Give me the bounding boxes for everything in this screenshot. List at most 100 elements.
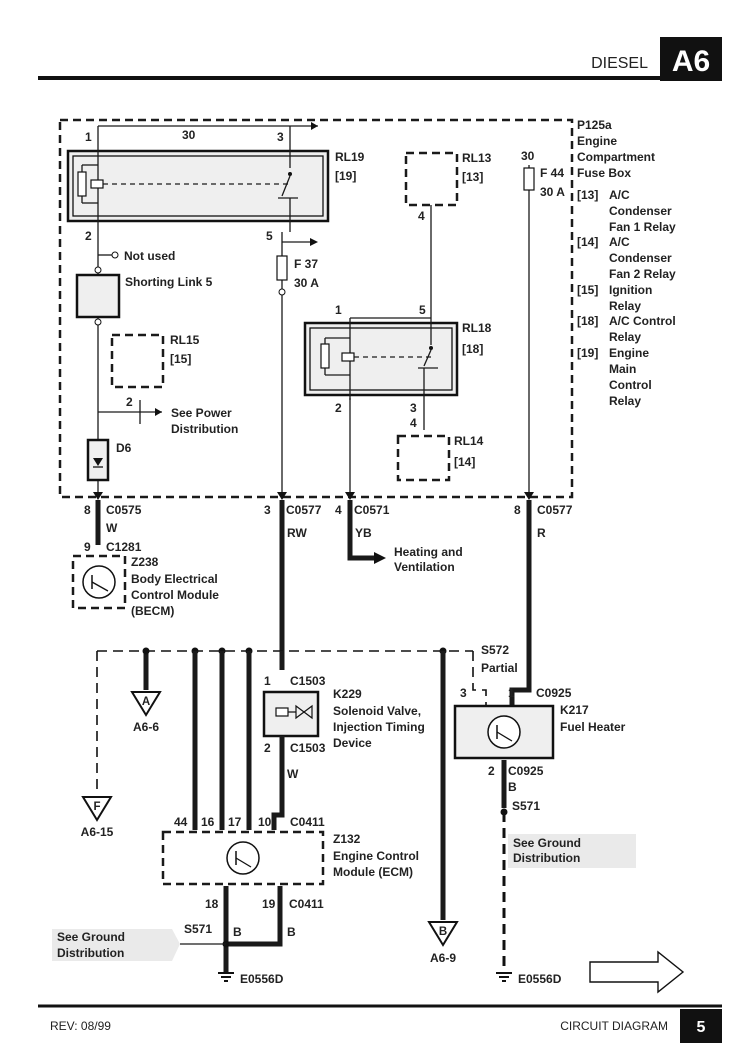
ref-a6-15[interactable]: F A6-15: [81, 796, 114, 839]
module-z238-becm[interactable]: Z238 Body Electrical Control Module (BEC…: [71, 554, 219, 618]
z238-name: Control Module: [131, 588, 219, 602]
fuse-f44[interactable]: F 44 30 A: [523, 166, 565, 199]
legend-line: Engine: [609, 346, 649, 360]
relay-rl13[interactable]: RL13 [13]: [404, 151, 492, 207]
relay-legend: [13] A/C Condenser Fan 1 Relay [14] A/C …: [577, 188, 676, 408]
partial-label: Partial: [481, 661, 518, 675]
fuse-box-name-line: Fuse Box: [577, 166, 631, 180]
pin-label: 4: [335, 503, 342, 517]
ref-page: A6-15: [81, 825, 114, 839]
connector-label: C0575: [106, 503, 142, 517]
connector-label: C1503: [290, 674, 326, 688]
legend-line: A/C: [609, 188, 630, 202]
pin-label: 17: [228, 815, 242, 829]
connector-c1503b: 2 C1503 W: [264, 741, 326, 781]
pin-label: 8: [84, 503, 91, 517]
pin-label: 3: [460, 686, 467, 700]
heater-k217[interactable]: K217 Fuel Heater: [453, 703, 626, 760]
pin-label: 4: [410, 416, 417, 430]
rl15-ref: [15]: [170, 352, 191, 366]
connector-label: C1503: [290, 741, 326, 755]
pin-label: 1: [335, 303, 342, 317]
relay-rl18[interactable]: RL18 [18]: [303, 318, 492, 400]
ground-label: E0556D: [518, 972, 562, 986]
pin-label: 2: [335, 401, 342, 415]
ground-label: E0556D: [240, 972, 284, 986]
pin-label: 44: [174, 815, 188, 829]
relay-rl15[interactable]: RL15 [15]: [110, 333, 200, 389]
connector-label: C0571: [354, 503, 390, 517]
ref-letter: F: [93, 801, 100, 813]
s572-label: S572: [481, 643, 509, 657]
connector-c0577b: 8 C0577 R: [514, 503, 573, 540]
wire-color-label: R: [537, 526, 546, 540]
connector-c0411a: 44 16 17 10 C0411: [174, 815, 325, 829]
z132-id: Z132: [333, 832, 361, 846]
pin-label: 2: [264, 741, 271, 755]
rl13-label: RL13: [462, 151, 492, 165]
f37-rating: 30 A: [294, 276, 319, 290]
fuse-f37[interactable]: F 37 30 A: [276, 255, 319, 290]
ref-a6-6[interactable]: A A6-6: [130, 691, 162, 734]
pin-label: 10: [258, 815, 272, 829]
wire-color-label: RW: [287, 526, 307, 540]
bus-30: 30 1 3: [85, 122, 318, 150]
next-page-arrow[interactable]: [589, 950, 685, 994]
k229-name: Solenoid Valve,: [333, 704, 421, 718]
k229-id: K229: [333, 687, 362, 701]
legend-ref: [18]: [577, 314, 598, 328]
see-power-label: See Power: [171, 406, 232, 420]
pin-label: 3: [277, 130, 284, 144]
f37-label: F 37: [294, 257, 318, 271]
pin-label: 9: [84, 540, 91, 554]
rl19-label: RL19: [335, 150, 365, 164]
connector-c0577a: 3 C0577 RW: [264, 503, 322, 540]
see-ground-label: See Ground: [57, 930, 125, 944]
pin-label: 1: [264, 674, 271, 688]
rl15-label: RL15: [170, 333, 200, 347]
connector-label: C0577: [286, 503, 322, 517]
fuse-box-outline: [58, 118, 574, 499]
connector-c0925b: 2 C0925 B: [488, 764, 544, 794]
see-ground-note-1[interactable]: See Ground Distribution: [52, 929, 180, 961]
see-ground-label: Distribution: [57, 946, 124, 960]
header: DIESEL A6: [38, 37, 722, 81]
bus-30-label: 30: [182, 128, 196, 142]
shorting-link-5: Shorting Link 5: [75, 273, 213, 326]
wire-color-label: W: [287, 767, 299, 781]
connector-label: C0411: [289, 897, 324, 911]
relay-rl19[interactable]: RL19 [19]: [66, 149, 365, 232]
legend-line: Main: [609, 362, 636, 376]
legend-line: Relay: [609, 330, 641, 344]
pin-label: 3: [264, 503, 271, 517]
section-code-badge: [660, 37, 722, 81]
pin-label: 5: [266, 229, 273, 243]
section-code: A6: [672, 45, 710, 78]
connector-c0925a: 3 1 C0925: [460, 686, 572, 700]
see-ground-label: Distribution: [513, 851, 580, 865]
connector-c0411b: 18 19 C0411 B B: [205, 897, 324, 939]
see-ground-note-2[interactable]: See Ground Distribution: [508, 834, 636, 868]
legend-ref: [14]: [577, 235, 598, 249]
solenoid-k229[interactable]: K229 Solenoid Valve, Injection Timing De…: [262, 687, 425, 750]
k229-name: Device: [333, 736, 372, 750]
legend-line: Fan 2 Relay: [609, 267, 676, 281]
pin-label: 18: [205, 897, 219, 911]
page-number: 5: [697, 1019, 706, 1036]
pin-label: 1: [508, 686, 515, 700]
k229-name: Injection Timing: [333, 720, 425, 734]
fuse-box-name-line: Engine: [577, 134, 617, 148]
ground-e0556d-2: E0556D: [496, 972, 562, 986]
relay-rl14[interactable]: RL14 [14]: [396, 434, 484, 482]
connector-c1281: 9 C1281: [84, 540, 142, 554]
z132-name: Module (ECM): [333, 865, 413, 879]
legend-ref: [13]: [577, 188, 598, 202]
module-z132-ecm[interactable]: Z132 Engine Control Module (ECM): [161, 830, 419, 886]
revision-label: REV: 08/99: [50, 1019, 111, 1033]
ref-a6-9[interactable]: B A6-9: [427, 921, 459, 965]
wire-color-label: B: [287, 925, 296, 939]
pin-label: 2: [488, 764, 495, 778]
fuse-box-name-line: Compartment: [577, 150, 655, 164]
page-number-badge: [680, 1009, 722, 1043]
